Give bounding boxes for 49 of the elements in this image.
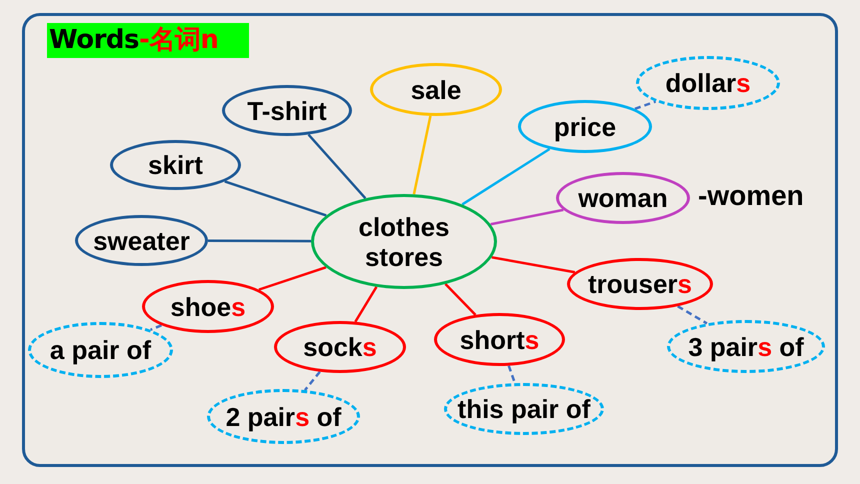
connector-line bbox=[308, 134, 366, 200]
word-text: dollars bbox=[664, 68, 752, 98]
word-ellipse bbox=[75, 215, 208, 266]
word-ellipse bbox=[274, 321, 406, 373]
word-text: price bbox=[552, 112, 618, 142]
dashed-connector bbox=[304, 370, 321, 391]
connector-line bbox=[412, 116, 432, 195]
dashed-connector bbox=[634, 100, 656, 110]
connector-line bbox=[490, 208, 564, 226]
word-ellipse bbox=[567, 258, 713, 310]
word-text: woman bbox=[577, 183, 669, 213]
title-banner: Words-名词n bbox=[47, 23, 249, 58]
word-ellipse bbox=[518, 100, 652, 153]
word-text: shorts bbox=[458, 324, 540, 354]
connector-line bbox=[462, 148, 550, 206]
word-ellipse bbox=[434, 313, 565, 366]
dashed-ellipse bbox=[207, 389, 360, 444]
word-ellipse bbox=[222, 85, 352, 136]
dashed-ellipse bbox=[444, 383, 604, 435]
word-text: 3 pairs of bbox=[687, 332, 805, 362]
dashed-ellipse bbox=[28, 322, 173, 378]
word-ellipse bbox=[311, 194, 497, 289]
word-text: clothes stores bbox=[357, 212, 451, 272]
word-ellipse bbox=[556, 172, 690, 224]
word-text: 2 pairs of bbox=[224, 402, 342, 432]
word-text: sale bbox=[410, 74, 462, 104]
connector-line bbox=[224, 180, 327, 217]
word-text: this pair of bbox=[456, 394, 592, 424]
dashed-connector bbox=[677, 305, 708, 325]
word-text: T-shirt bbox=[246, 96, 328, 126]
dashed-ellipse bbox=[636, 56, 780, 110]
connector-line bbox=[354, 286, 378, 322]
dashed-connector bbox=[508, 365, 516, 384]
word-text: skirt bbox=[147, 150, 204, 180]
connector-line bbox=[491, 256, 576, 274]
word-text: a pair of bbox=[48, 335, 152, 365]
connector-line bbox=[208, 240, 311, 242]
word-ellipse bbox=[142, 280, 274, 333]
connector-line bbox=[258, 266, 326, 291]
word-text: trousers bbox=[586, 269, 694, 299]
word-text: socks bbox=[302, 332, 378, 362]
dashed-ellipse bbox=[667, 320, 825, 373]
dashed-connector bbox=[150, 324, 162, 331]
word-ellipse bbox=[370, 63, 502, 116]
word-text: sweater bbox=[92, 226, 191, 256]
word-ellipse bbox=[110, 140, 241, 190]
plural-form-text: -women bbox=[698, 179, 804, 213]
word-text: shoes bbox=[169, 292, 247, 322]
connector-line bbox=[444, 283, 476, 316]
